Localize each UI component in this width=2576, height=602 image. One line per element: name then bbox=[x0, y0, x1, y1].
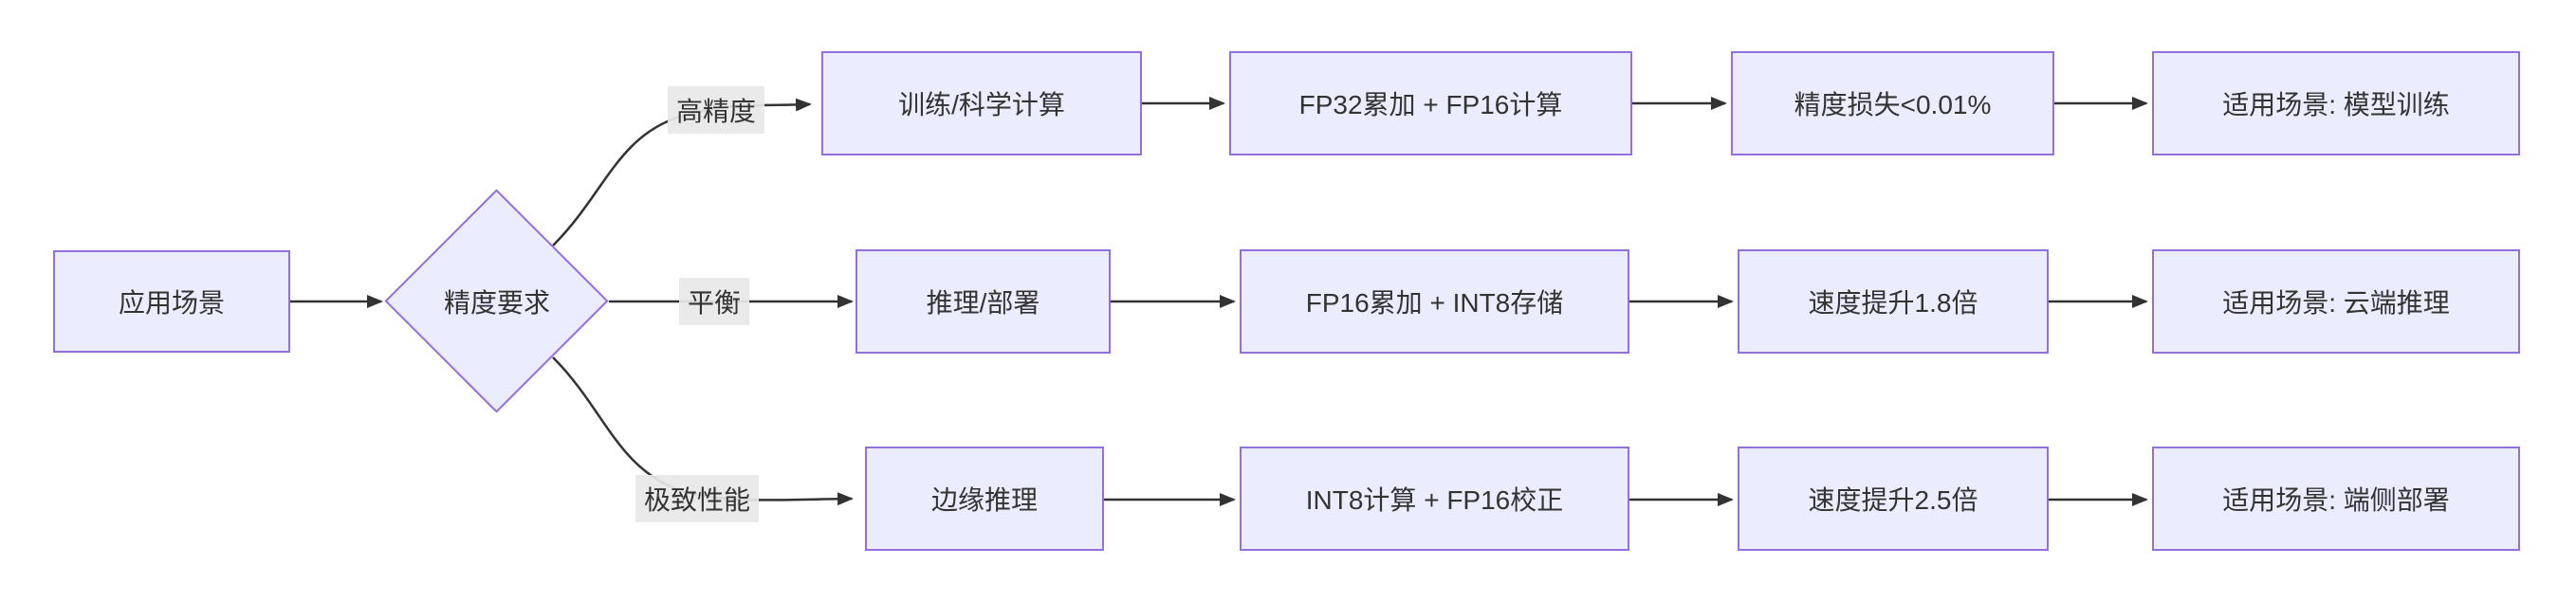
node-decision: 精度要求 bbox=[443, 288, 550, 318]
node-scene-device-deploy: 适用场景: 端侧部署 bbox=[2152, 447, 2520, 551]
edge-label-high-precision: 高精度 bbox=[667, 86, 765, 134]
edge-label-balanced: 平衡 bbox=[678, 278, 750, 325]
node-start: 应用场景 bbox=[53, 250, 290, 353]
node-edge-inference: 边缘推理 bbox=[865, 447, 1104, 551]
node-int8-compute: INT8计算 + FP16校正 bbox=[1240, 447, 1629, 551]
node-speedup-2-5x: 速度提升2.5倍 bbox=[1738, 447, 2049, 551]
node-inference-deploy: 推理/部署 bbox=[856, 249, 1111, 354]
node-fp32-accumulate: FP32累加 + FP16计算 bbox=[1229, 51, 1632, 155]
node-training-scientific: 训练/科学计算 bbox=[821, 51, 1142, 155]
node-precision-loss: 精度损失<0.01% bbox=[1731, 51, 2054, 155]
node-scene-model-training: 适用场景: 模型训练 bbox=[2152, 51, 2520, 155]
node-fp16-accumulate: FP16累加 + INT8存储 bbox=[1240, 249, 1629, 354]
node-speedup-1-8x: 速度提升1.8倍 bbox=[1738, 249, 2049, 354]
edge-label-extreme-performance: 极致性能 bbox=[635, 475, 760, 522]
node-scene-cloud-inference: 适用场景: 云端推理 bbox=[2152, 249, 2520, 354]
